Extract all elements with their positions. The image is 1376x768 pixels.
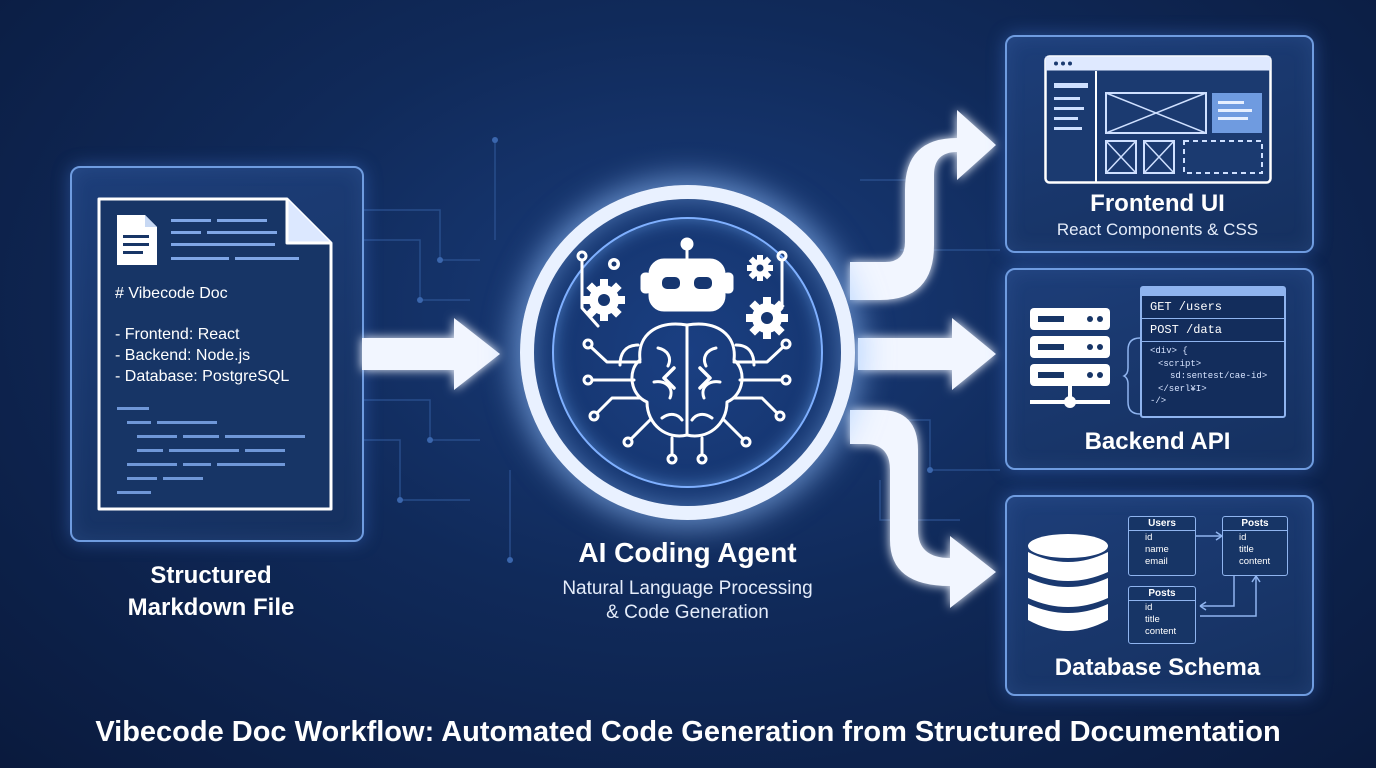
doc-heading: # Vibecode Doc xyxy=(115,285,228,302)
agent-subtitle-line: & Code Generation xyxy=(606,602,769,623)
schema-field: content xyxy=(1239,556,1271,567)
ui-wireframe-graphic xyxy=(1044,55,1272,184)
code-line: -/> xyxy=(1150,396,1167,406)
schema-table-name: Users xyxy=(1129,517,1195,531)
gear-icon xyxy=(583,255,788,339)
code-window-titlebar xyxy=(1142,288,1284,296)
schema-table: Posts id title content xyxy=(1128,586,1196,644)
code-line: <div> { xyxy=(1150,346,1188,356)
doc-item: - Backend: Node.js xyxy=(115,347,251,364)
schema-fields: id title content xyxy=(1129,601,1195,638)
schema-field: id xyxy=(1145,532,1153,543)
schema-table: Users id name email xyxy=(1128,516,1196,576)
api-endpoint: GET /users xyxy=(1142,296,1284,319)
schema-table: Posts id title content xyxy=(1222,516,1288,576)
markdown-file-caption: Structured Markdown File xyxy=(70,560,352,624)
schema-field: name xyxy=(1145,544,1169,555)
doc-item: - Database: PostgreSQL xyxy=(115,368,290,385)
database-icon xyxy=(1028,534,1108,631)
schema-table-name: Posts xyxy=(1223,517,1287,531)
schema-table-name: Posts xyxy=(1129,587,1195,601)
workflow-footer-title: Vibecode Doc Workflow: Automated Code Ge… xyxy=(95,716,1281,748)
code-bracket xyxy=(1122,337,1141,415)
database-title: Database Schema xyxy=(1054,654,1261,681)
arrow-to-frontend xyxy=(850,110,996,300)
api-code-window: GET /users POST /data <div> { <script> s… xyxy=(1140,286,1286,418)
server-icon xyxy=(1030,308,1110,408)
frontend-title: Frontend UI xyxy=(1090,190,1225,217)
schema-fields: id name email xyxy=(1129,531,1195,568)
agent-title: AI Coding Agent xyxy=(578,537,797,568)
markdown-document-graphic xyxy=(97,197,333,511)
agent-subtitle-line: Natural Language Processing xyxy=(562,578,813,599)
backend-title: Backend API xyxy=(1084,428,1231,455)
schema-field: title xyxy=(1239,544,1254,555)
arrow-to-backend xyxy=(858,318,996,390)
schema-field: title xyxy=(1145,614,1160,625)
doc-item-list: - Frontend: React - Backend: Node.js - D… xyxy=(115,324,289,387)
api-endpoint: POST /data xyxy=(1142,319,1284,342)
caption-line: Structured xyxy=(150,562,272,589)
caption-line: Markdown File xyxy=(127,594,295,621)
robot-brain-icon xyxy=(576,237,792,465)
schema-relation-lines xyxy=(1194,531,1261,617)
code-line: <script> xyxy=(1158,358,1202,369)
frontend-subtitle: React Components & CSS xyxy=(1056,220,1259,239)
arrow-to-database xyxy=(850,410,996,608)
code-line: sd:sentest/cae-id> xyxy=(1170,371,1268,381)
file-text-icon xyxy=(117,215,157,265)
schema-field: id xyxy=(1145,602,1153,613)
doc-item: - Frontend: React xyxy=(115,326,240,343)
input-arrow xyxy=(362,318,500,390)
schema-field: id xyxy=(1239,532,1247,543)
code-line: </serl¥I> xyxy=(1158,383,1207,394)
schema-field: email xyxy=(1145,556,1168,567)
inner-ring xyxy=(552,217,823,488)
code-snippet: <div> { <script> sd:sentest/cae-id> </se… xyxy=(1142,342,1284,408)
agent-subtitle: Natural Language Processing & Code Gener… xyxy=(520,577,855,625)
schema-fields: id title content xyxy=(1223,531,1287,568)
schema-field: content xyxy=(1145,626,1177,637)
